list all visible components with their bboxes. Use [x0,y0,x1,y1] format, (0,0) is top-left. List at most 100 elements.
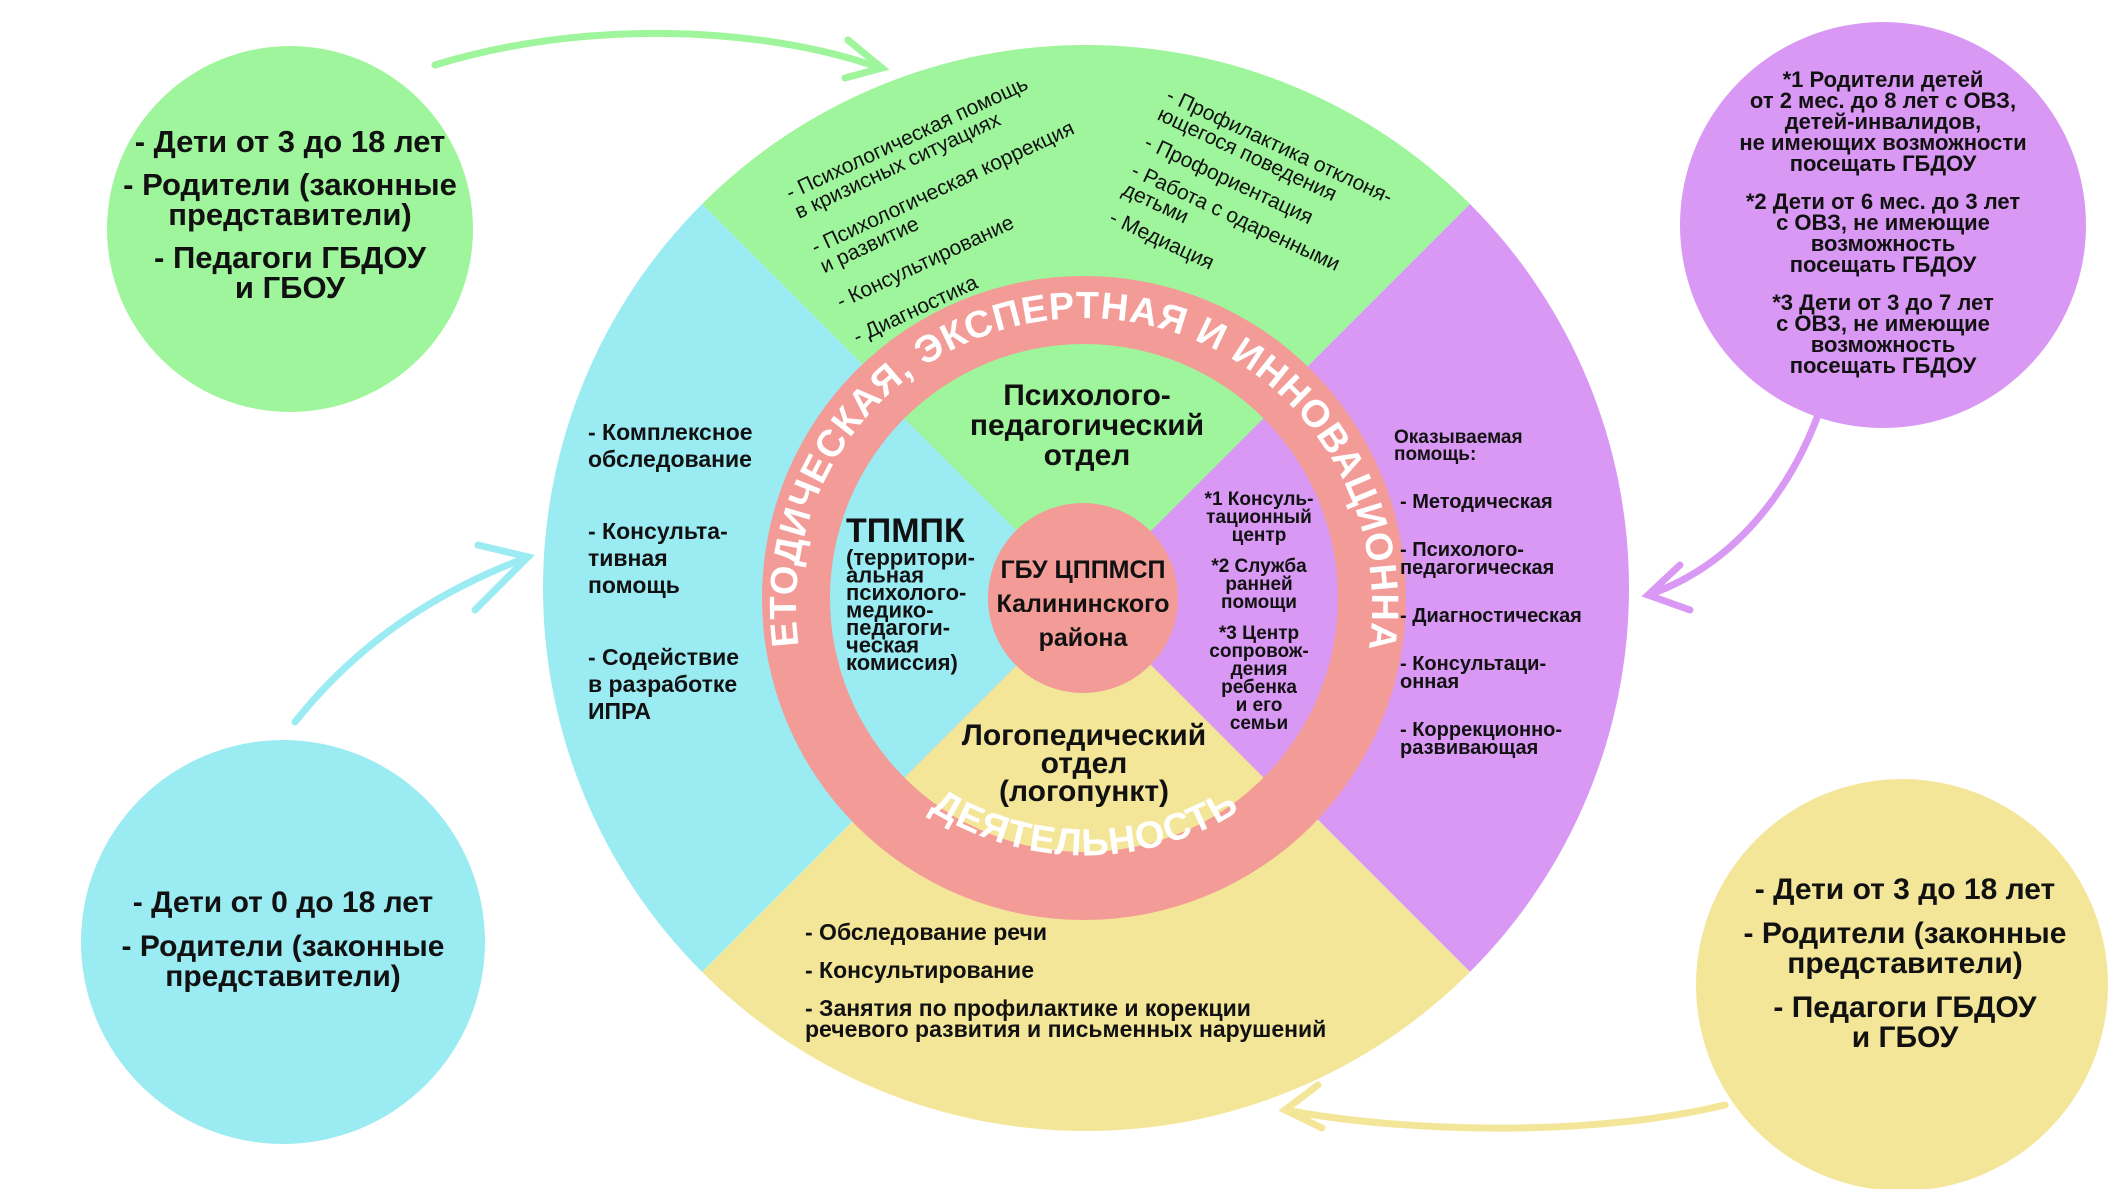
bubble-yellow-text-line: - Дети от 3 до 18 лет [1755,873,2056,906]
purple-services: - Методическая - Психолого-педагогическая… [1400,491,1582,759]
bubble-purple-text-line: посещать ГБДОУ [1790,353,1977,378]
cyan-services-line: ИПРА [588,698,651,724]
bubble-purple-text-line: *1 Родители детей [1783,67,1984,92]
bubble-green-text: - Дети от 3 до 18 лет - Родители (законны… [123,124,457,305]
purple-services-line: - Коррекционно- [1400,719,1562,741]
bubble-green [107,46,473,412]
purple-services-line: - Методическая [1400,491,1553,513]
purple-services-line: - Консультаци- [1400,653,1546,675]
services-list-line: помощи [1221,592,1297,613]
purple-services-line: онная [1400,671,1459,693]
purple-heading-line: помощь: [1394,444,1476,465]
bubble-purple-text-line: возможность [1811,332,1955,357]
bubble-yellow-text-line: - Педагоги ГБДОУ [1773,991,2037,1024]
center-title-line: Калининского [997,590,1170,618]
tpmpk-title-line: ТПМПК [846,512,965,550]
cyan-services-line: помощь [588,572,680,598]
bubble-purple-text-line: с ОВЗ, не имеющие [1776,311,1990,336]
center-title: ГБУ ЦППМСП Калининского района [997,556,1170,652]
services-list-line: тационный [1206,507,1312,528]
bubble-yellow [1696,779,2108,1189]
center-title-line: ГБУ ЦППМСП [1000,556,1165,584]
bubble-cyan-text-line: - Дети от 0 до 18 лет [133,886,434,919]
yellow-services-line: - Занятия по профилактике и корекции [805,995,1251,1021]
cyan-services-line: - Комплексное [588,419,753,445]
services-list-line: сопровож- [1209,641,1308,662]
services-list-line: центр [1232,525,1287,546]
bubble-yellow-text-line: и ГБОУ [1852,1021,1959,1054]
bubble-purple-text-line: посещать ГБДОУ [1790,151,1977,176]
bubble-green-text-line: и ГБОУ [235,270,346,305]
psych-dept-label-line: отдел [1044,439,1131,472]
bubble-purple-text-line: возможность [1811,231,1955,256]
logo-dept-label-line: (логопункт) [999,775,1169,808]
tpmpk-subtitle-line: медико- [846,598,933,623]
bubble-purple-text-line: не имеющих возможности [1739,130,2026,155]
logo-dept-label-line: Логопедический [962,719,1206,752]
yellow-services-line: речевого развития и письменных нарушений [805,1016,1326,1042]
center-title-line: района [1039,624,1129,652]
services-list-line: и его [1236,695,1283,716]
tpmpk-subtitle-line: педагоги- [846,615,950,640]
bubble-green-text-line: - Родители (законные [123,167,457,202]
bubble-yellow-text: - Дети от 3 до 18 лет - Родители (законны… [1744,873,2067,1054]
services-list-line: ребенка [1221,677,1297,698]
bubble-cyan-text-line: представители) [165,960,401,993]
bubble-purple-text-line: *3 Дети от 3 до 7 лет [1772,290,1994,315]
tpmpk-subtitle-line: альная [846,563,924,588]
bubble-purple-text-line: *2 Дети от 6 мес. до 3 лет [1746,189,2021,214]
psych-dept-label-line: педагогический [970,409,1204,442]
yellow-services-line: - Консультирование [805,957,1034,983]
services-list-line: *1 Консуль- [1205,489,1314,510]
tpmpk-subtitle-line: психолого- [846,580,966,605]
bubble-purple-text-line: детей-инвалидов, [1785,109,1982,134]
purple-services-line: - Психолого- [1400,539,1524,561]
cyan-services-line: тивная [588,545,668,571]
services-list-line: *2 Служба [1211,556,1307,577]
bubble-purple-text-line: с ОВЗ, не имеющие [1776,210,1990,235]
purple-services-line: - Диагностическая [1400,605,1582,627]
arrow-green-icon [431,30,890,82]
services-list-line: *3 Центр [1219,623,1299,644]
tpmpk-subtitle: (территори-альнаяпсихолого-медико-педаго… [846,545,975,675]
bubble-green-text-line: - Педагоги ГБДОУ [154,240,427,275]
logo-dept-label-line: отдел [1041,747,1128,780]
purple-heading-line: Оказываемая [1394,427,1523,448]
bubble-yellow-text-line: представители) [1787,947,2023,980]
cyan-services-line: - Консульта- [588,518,728,544]
purple-services-line: педагогическая [1400,557,1554,579]
bubble-cyan [81,740,485,1144]
cyan-services-line: - Содействие [588,644,739,670]
center-circle [988,503,1178,693]
services-list-line: семьи [1230,713,1288,734]
bubble-purple-text-line: от 2 мес. до 8 лет с ОВЗ, [1750,88,2016,113]
bubble-green-text-line: - Дети от 3 до 18 лет [135,124,446,159]
bubble-purple [1680,22,2086,428]
tpmpk-subtitle-line: ческая [846,633,919,658]
bubble-yellow-text-line: - Родители (законные [1744,917,2067,950]
yellow-services: - Обследование речи - Консультирование - З… [805,919,1326,1042]
arrow-yellow-icon [1278,1081,1729,1132]
services-list-line: дения [1231,659,1288,680]
bubble-cyan-text-line: - Родители (законные [122,930,445,963]
bubble-cyan-text: - Дети от 0 до 18 лет - Родители (законны… [122,886,445,993]
cyan-services-line: обследование [588,446,752,472]
services-list-line: ранней [1225,574,1292,595]
arrow-cyan-icon [291,541,535,726]
arrow-purple-icon [1641,411,1822,614]
psych-dept-label-line: Психолого- [1003,379,1171,412]
bubble-green-text-line: представители) [168,197,411,232]
tpmpk-subtitle-line: (территори- [846,545,975,570]
tpmpk-title: ТПМПК [846,512,965,550]
bubble-purple-text-line: посещать ГБДОУ [1790,252,1977,277]
purple-services-line: развивающая [1400,737,1538,759]
tpmpk-subtitle-line: комиссия) [846,650,958,675]
yellow-services-line: - Обследование речи [805,919,1047,945]
